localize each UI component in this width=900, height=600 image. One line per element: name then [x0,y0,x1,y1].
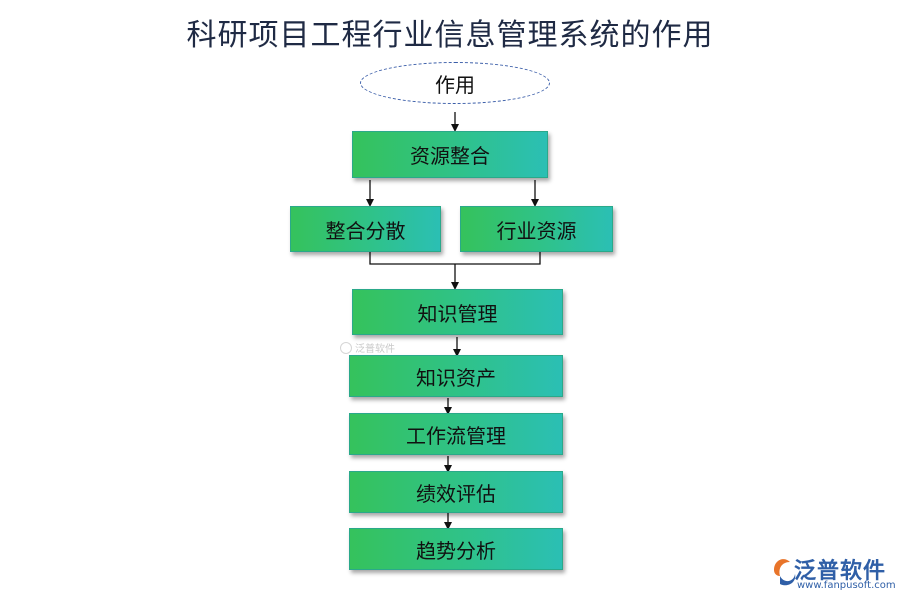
node-label: 知识管理 [417,301,498,326]
node-label: 趋势分析 [416,538,496,563]
watermark-small: 泛普软件 [340,340,395,355]
node-label: 工作流管理 [406,423,506,448]
root-label: 作用 [435,72,475,97]
node-label: 行业资源 [496,218,577,243]
watermark-text: 泛普软件 [355,344,395,355]
page-title: 科研项目工程行业信息管理系统的作用 [186,18,714,53]
node-label: 资源整合 [410,144,490,168]
node-integrate-disperse: 整合分散 [290,206,441,252]
node-workflow-management: 工作流管理 [349,413,563,455]
logo-name: 泛普软件 [794,559,887,584]
logo-url: www.fanpusoft.com [797,580,896,591]
node-performance-evaluation: 绩效评估 [349,471,563,513]
node-industry-resources: 行业资源 [460,206,613,252]
node-label: 绩效评估 [416,481,496,506]
bracket-merge [369,252,541,265]
node-trend-analysis: 趋势分析 [349,528,563,570]
node-knowledge-management: 知识管理 [352,289,563,335]
root-ellipse: 作用 [360,62,550,104]
node-resource-integration: 资源整合 [352,131,548,178]
node-label: 知识资产 [416,365,496,390]
node-knowledge-assets: 知识资产 [349,355,563,397]
watermark-logo-icon [340,342,352,354]
fanpu-logo-icon [774,559,796,586]
node-label: 整合分散 [325,218,406,243]
